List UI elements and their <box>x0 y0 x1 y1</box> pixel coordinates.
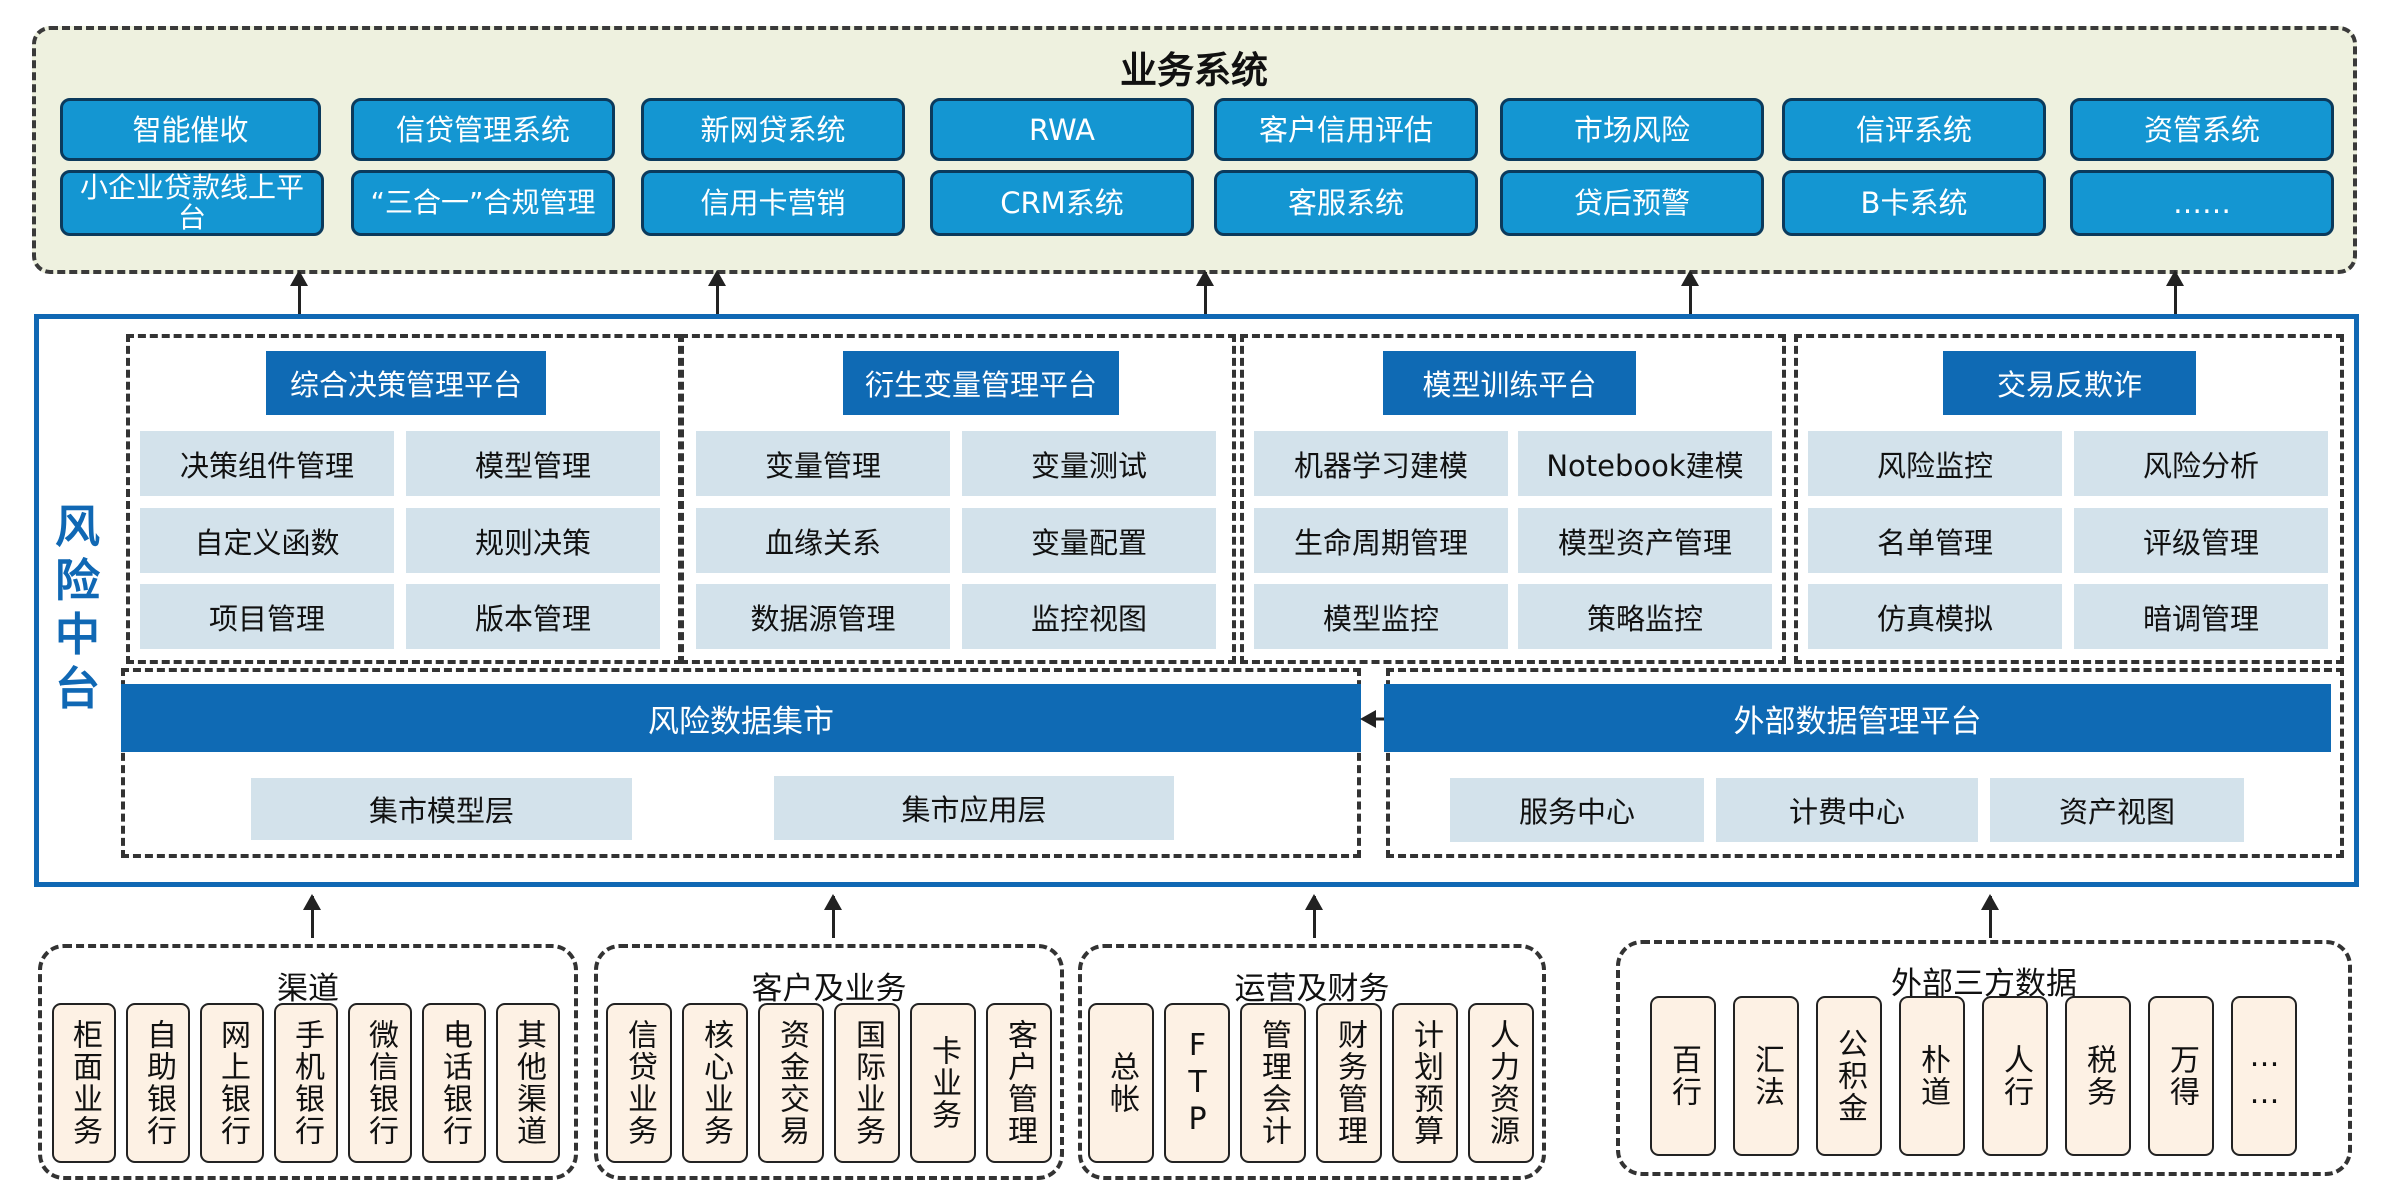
source-item[interactable]: 手机银行 <box>274 1003 338 1163</box>
source-item[interactable]: 公积金 <box>1816 996 1882 1156</box>
source-item[interactable]: 总帐 <box>1088 1003 1154 1163</box>
source-item[interactable]: 客户管理 <box>986 1003 1052 1163</box>
biz-item-rwa[interactable]: RWA <box>930 98 1194 161</box>
source-item[interactable]: 国际业务 <box>834 1003 900 1163</box>
biz-item-crm[interactable]: CRM系统 <box>930 170 1194 236</box>
arrow-up-icon <box>1981 894 1999 938</box>
platform-cell[interactable]: 规则决策 <box>406 508 660 573</box>
biz-item-new-online-loan[interactable]: 新网贷系统 <box>641 98 905 161</box>
platform-cell[interactable]: 数据源管理 <box>696 584 950 649</box>
platform-cell[interactable]: 暗调管理 <box>2074 584 2328 649</box>
platform-cell[interactable]: 变量管理 <box>696 431 950 496</box>
platform-cell[interactable]: 变量配置 <box>962 508 1216 573</box>
biz-item-post-loan-warning[interactable]: 贷后预警 <box>1500 170 1764 236</box>
source-item[interactable]: 核心业务 <box>682 1003 748 1163</box>
source-item[interactable]: 网上银行 <box>200 1003 264 1163</box>
platform-cell[interactable]: 项目管理 <box>140 584 394 649</box>
arrow-up-icon <box>1305 894 1323 938</box>
biz-item-market-risk[interactable]: 市场风险 <box>1500 98 1764 161</box>
biz-item-b-card[interactable]: B卡系统 <box>1782 170 2046 236</box>
platform-cell[interactable]: Notebook建模 <box>1518 431 1772 496</box>
external-platform-cell[interactable]: 计费中心 <box>1716 778 1978 842</box>
platform-cell[interactable]: 监控视图 <box>962 584 1216 649</box>
external-platform-title[interactable]: 外部数据管理平台 <box>1384 684 2331 752</box>
platform-cell[interactable]: 机器学习建模 <box>1254 431 1508 496</box>
external-platform-cell[interactable]: 服务中心 <box>1450 778 1704 842</box>
platform-variable-title[interactable]: 衍生变量管理平台 <box>843 351 1119 415</box>
arrow-up-icon <box>824 894 842 938</box>
biz-item-more[interactable]: …… <box>2070 170 2334 236</box>
data-mart-cell[interactable]: 集市模型层 <box>251 778 632 840</box>
arrow-up-icon <box>1196 270 1214 314</box>
source-item[interactable]: 税务 <box>2065 996 2131 1156</box>
source-item[interactable]: 朴道 <box>1899 996 1965 1156</box>
source-item[interactable]: 人力资源 <box>1468 1003 1534 1163</box>
biz-item-compliance[interactable]: “三合一”合规管理 <box>351 170 615 236</box>
biz-item-credit-card-marketing[interactable]: 信用卡营销 <box>641 170 905 236</box>
platform-cell[interactable]: 名单管理 <box>1808 508 2062 573</box>
source-item[interactable]: …… <box>2231 996 2297 1156</box>
platform-cell[interactable]: 生命周期管理 <box>1254 508 1508 573</box>
source-customer-box <box>594 944 1064 1180</box>
external-platform-cell[interactable]: 资产视图 <box>1990 778 2244 842</box>
source-operations-title: 运营及财务 <box>1234 971 1390 1007</box>
risk-middle-platform-label: 风险中台 <box>54 500 100 715</box>
source-customer-title: 客户及业务 <box>751 971 907 1007</box>
platform-cell[interactable]: 模型资产管理 <box>1518 508 1772 573</box>
source-item[interactable]: 卡业务 <box>910 1003 976 1163</box>
platform-cell[interactable]: 模型管理 <box>406 431 660 496</box>
source-item[interactable]: 电话银行 <box>422 1003 486 1163</box>
arrow-up-icon <box>2166 270 2184 314</box>
platform-cell[interactable]: 自定义函数 <box>140 508 394 573</box>
platform-cell[interactable]: 风险监控 <box>1808 431 2062 496</box>
biz-item-smart-collection[interactable]: 智能催收 <box>60 98 321 161</box>
source-item[interactable]: 汇法 <box>1733 996 1799 1156</box>
platform-cell[interactable]: 血缘关系 <box>696 508 950 573</box>
biz-item-customer-credit[interactable]: 客户信用评估 <box>1214 98 1478 161</box>
source-item[interactable]: 人行 <box>1982 996 2048 1156</box>
biz-item-rating-system[interactable]: 信评系统 <box>1782 98 2046 161</box>
source-item[interactable]: 微信银行 <box>348 1003 412 1163</box>
biz-item-customer-service[interactable]: 客服系统 <box>1214 170 1478 236</box>
business-system-title: 业务系统 <box>1120 49 1268 92</box>
source-item[interactable]: 万得 <box>2148 996 2214 1156</box>
platform-decision-title[interactable]: 综合决策管理平台 <box>266 351 546 415</box>
arrow-up-icon <box>303 894 321 938</box>
biz-item-asset-management[interactable]: 资管系统 <box>2070 98 2334 161</box>
platform-cell[interactable]: 仿真模拟 <box>1808 584 2062 649</box>
source-item[interactable]: 信贷业务 <box>606 1003 672 1163</box>
biz-item-sme-loan-platform[interactable]: 小企业贷款线上平台 <box>60 170 324 236</box>
source-item[interactable]: 自助银行 <box>126 1003 190 1163</box>
platform-cell[interactable]: 变量测试 <box>962 431 1216 496</box>
platform-model-training-title[interactable]: 模型训练平台 <box>1383 351 1636 415</box>
arrow-up-icon <box>290 270 308 314</box>
data-mart-title[interactable]: 风险数据集市 <box>121 684 1361 752</box>
arrow-up-icon <box>1681 270 1699 314</box>
source-item[interactable]: 百行 <box>1650 996 1716 1156</box>
source-item[interactable]: 管理会计 <box>1240 1003 1306 1163</box>
platform-cell[interactable]: 风险分析 <box>2074 431 2328 496</box>
platform-cell[interactable]: 评级管理 <box>2074 508 2328 573</box>
source-item[interactable]: FTP <box>1164 1003 1230 1163</box>
platform-anti-fraud-title[interactable]: 交易反欺诈 <box>1943 351 2196 415</box>
source-item[interactable]: 计划预算 <box>1392 1003 1458 1163</box>
source-item[interactable]: 其他渠道 <box>496 1003 560 1163</box>
arrow-up-icon <box>708 270 726 314</box>
source-item[interactable]: 资金交易 <box>758 1003 824 1163</box>
platform-cell[interactable]: 版本管理 <box>406 584 660 649</box>
platform-cell[interactable]: 模型监控 <box>1254 584 1508 649</box>
biz-item-credit-management[interactable]: 信贷管理系统 <box>351 98 615 161</box>
platform-cell[interactable]: 策略监控 <box>1518 584 1772 649</box>
data-mart-cell[interactable]: 集市应用层 <box>774 776 1174 840</box>
platform-cell[interactable]: 决策组件管理 <box>140 431 394 496</box>
source-item[interactable]: 柜面业务 <box>52 1003 116 1163</box>
source-item[interactable]: 财务管理 <box>1316 1003 1382 1163</box>
source-channel-title: 渠道 <box>277 971 339 1007</box>
